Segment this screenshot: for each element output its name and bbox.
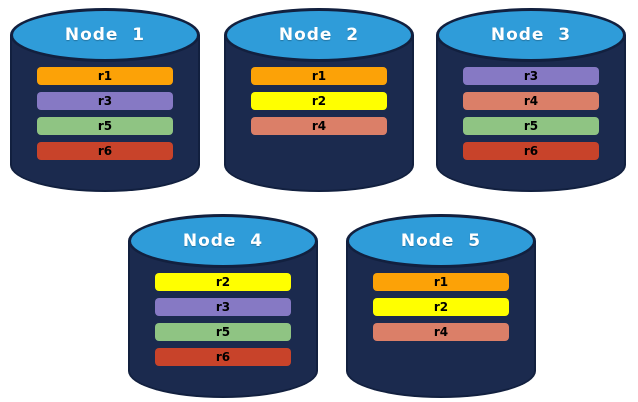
- node-label: Node 3: [490, 25, 572, 45]
- replica-list: r2 r3 r5 r6: [155, 273, 291, 366]
- cylinder-top-ellipse: Node 5: [346, 214, 536, 268]
- node-label: Node 4: [182, 231, 264, 251]
- replica-bar-r2: r2: [251, 92, 387, 110]
- replica-list: r3 r4 r5 r6: [463, 67, 599, 160]
- replica-bar-r5: r5: [463, 117, 599, 135]
- cylinder-top-ellipse: Node 4: [128, 214, 318, 268]
- replica-bar-r6: r6: [37, 142, 173, 160]
- node-cylinder-3: Node 3 r3 r4 r5 r6: [436, 8, 626, 192]
- replica-bar-r3: r3: [463, 67, 599, 85]
- replica-list: r1 r2 r4: [251, 67, 387, 135]
- node-cylinder-1: Node 1 r1 r3 r5 r6: [10, 8, 200, 192]
- replica-list: r1 r3 r5 r6: [37, 67, 173, 160]
- replica-bar-r2: r2: [155, 273, 291, 291]
- replica-bar-r4: r4: [373, 323, 509, 341]
- replica-bar-r1: r1: [251, 67, 387, 85]
- node-label: Node 2: [278, 25, 360, 45]
- cylinder-top-ellipse: Node 2: [224, 8, 414, 62]
- replica-bar-r6: r6: [155, 348, 291, 366]
- node-label: Node 5: [400, 231, 482, 251]
- replica-bar-r3: r3: [37, 92, 173, 110]
- replica-bar-r4: r4: [463, 92, 599, 110]
- node-cylinder-2: Node 2 r1 r2 r4: [224, 8, 414, 192]
- node-cylinder-5: Node 5 r1 r2 r4: [346, 214, 536, 398]
- replica-bar-r6: r6: [463, 142, 599, 160]
- node-label: Node 1: [64, 25, 146, 45]
- node-cylinder-4: Node 4 r2 r3 r5 r6: [128, 214, 318, 398]
- replica-bar-r1: r1: [373, 273, 509, 291]
- replica-bar-r2: r2: [373, 298, 509, 316]
- replica-bar-r5: r5: [155, 323, 291, 341]
- replica-bar-r4: r4: [251, 117, 387, 135]
- cylinder-top-ellipse: Node 3: [436, 8, 626, 62]
- replica-bar-r1: r1: [37, 67, 173, 85]
- cylinder-top-ellipse: Node 1: [10, 8, 200, 62]
- replica-bar-r5: r5: [37, 117, 173, 135]
- replica-list: r1 r2 r4: [373, 273, 509, 341]
- replica-bar-r3: r3: [155, 298, 291, 316]
